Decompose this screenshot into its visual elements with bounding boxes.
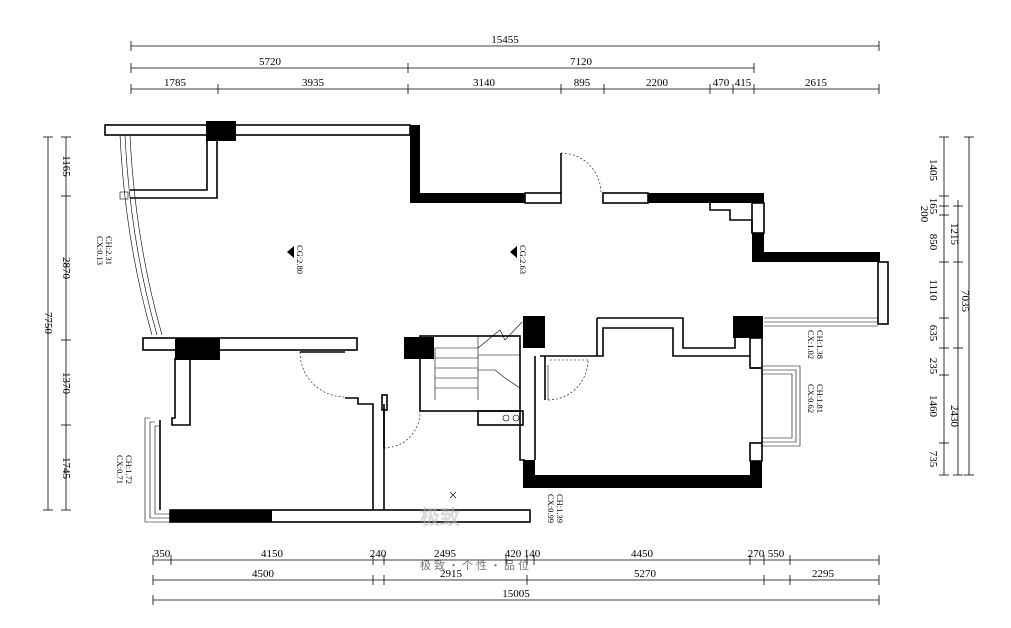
ceiling-height-label: CG:2.80 — [295, 245, 305, 274]
window-height-label: CH:1.38 — [815, 330, 825, 359]
dim-left-total: 7750 — [42, 312, 54, 335]
dim-top-seg: 470 — [713, 77, 730, 89]
dim-right-inner: 1405 — [927, 159, 939, 182]
dim-top-seg: 1785 — [164, 77, 187, 89]
dim-top-seg: 3140 — [473, 77, 496, 89]
window-sill-label: CX:0.13 — [95, 236, 105, 265]
dim-top-mid: 7120 — [570, 56, 593, 68]
dim-left-seg: 1370 — [60, 372, 72, 395]
watermark-slogan: 极致・个性・品位 — [420, 558, 532, 572]
dim-right-mid: 1215 — [948, 223, 960, 246]
window-height-label: CH:1.81 — [815, 384, 825, 413]
dim-left-seg: 1165 — [60, 155, 72, 177]
dim-bottom-seg: 240 — [370, 548, 387, 560]
dim-right-inner: 850 — [927, 234, 939, 251]
dim-right-inner: 200 — [918, 206, 930, 223]
right-dimensions: 1405 165 200 850 1110 635 235 1460 735 1… — [918, 136, 974, 476]
dim-right-mid: 2430 — [948, 405, 960, 428]
dim-top-mid: 5720 — [259, 56, 282, 68]
dim-right-inner: 635 — [927, 325, 939, 342]
ceiling-light-icon — [449, 491, 457, 499]
window-height-label: CH:1.72 — [124, 455, 134, 484]
dim-right-inner: 165 — [927, 198, 939, 215]
dim-left-seg: 2870 — [60, 257, 72, 280]
dim-bottom-seg: 4450 — [631, 548, 654, 560]
dim-bottom-mid: 4500 — [252, 568, 275, 580]
dim-top-total: 15455 — [491, 34, 519, 46]
dim-top-seg: 895 — [574, 77, 591, 89]
dim-top-seg: 2615 — [805, 77, 828, 89]
dim-bottom-seg: 140 — [524, 548, 541, 560]
dim-bottom-mid: 2295 — [812, 568, 835, 580]
dim-bottom-total: 15005 — [502, 588, 530, 600]
window-sill-label: CX:0.99 — [546, 494, 556, 523]
window-sill-label: CX:1.02 — [806, 330, 816, 359]
dim-left-seg: 1745 — [60, 457, 72, 480]
bottom-dimensions: 350 4150 240 2495 420 140 4450 270 550 4… — [152, 548, 880, 605]
dim-bottom-mid: 5270 — [634, 568, 657, 580]
dim-bottom-seg: 4150 — [261, 548, 284, 560]
window-sill-label: CX:0.71 — [115, 455, 125, 484]
top-dimensions: 15455 5720 7120 1785 3935 3140 895 2200 … — [130, 34, 880, 94]
dim-top-seg: 2200 — [646, 77, 669, 89]
dim-bottom-seg: 350 — [154, 548, 171, 560]
level-marker-icon — [287, 246, 294, 258]
level-marker-icon — [510, 246, 517, 258]
dim-right-total: 7035 — [959, 290, 971, 313]
dim-bottom-seg: 550 — [768, 548, 785, 560]
window-sill-label: CX:0.62 — [806, 384, 816, 413]
dim-bottom-seg: 2495 — [434, 548, 457, 560]
window-height-label: CH:1.39 — [555, 494, 565, 523]
dim-right-inner: 235 — [927, 358, 939, 375]
dim-right-inner: 1460 — [927, 395, 939, 418]
columns — [175, 121, 763, 360]
dim-bottom-mid: 2915 — [440, 568, 463, 580]
dim-top-seg: 3935 — [302, 77, 325, 89]
dim-bottom-seg: 270 — [748, 548, 765, 560]
left-dimensions: 7750 1165 2870 1370 1745 — [42, 136, 72, 511]
watermark: 极致 极致・个性・品位 — [420, 505, 532, 572]
annotations: CG:2.80 CG:2.63 CH:2.31 CX:0.13 CH:1.72 … — [95, 236, 825, 523]
door-swings — [299, 152, 602, 449]
dim-right-inner: 1110 — [927, 279, 939, 301]
walls — [104, 124, 889, 523]
dim-right-inner: 735 — [927, 451, 939, 468]
dim-bottom-seg: 420 — [505, 548, 522, 560]
dim-top-seg: 415 — [735, 77, 752, 89]
ceiling-height-label: CG:2.63 — [518, 245, 528, 274]
watermark-logo: 极致 — [420, 505, 461, 529]
window-height-label: CH:2.31 — [104, 236, 114, 265]
